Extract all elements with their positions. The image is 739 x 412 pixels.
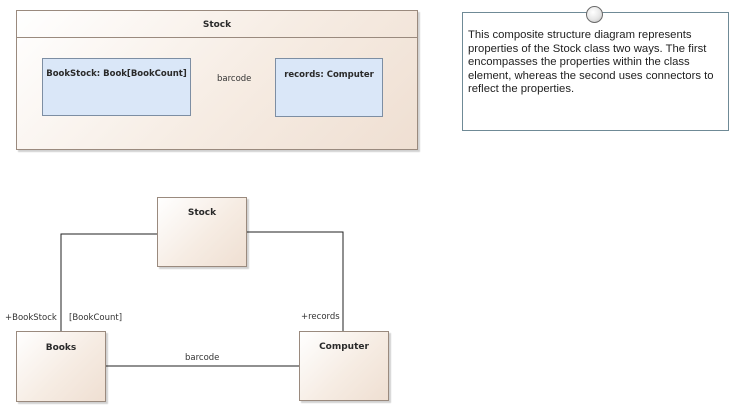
computer-class[interactable]: Computer [299, 331, 389, 401]
description-note[interactable]: This composite structure diagram represe… [462, 12, 729, 131]
books-class-label: Books [45, 343, 77, 353]
role-bookstock-label: +BookStock [5, 313, 57, 323]
books-class[interactable]: Books [16, 331, 106, 402]
barcode-label-bottom: barcode [185, 353, 220, 363]
role-records-label: +records [301, 312, 340, 322]
note-anchor-handle[interactable] [586, 6, 603, 23]
records-part[interactable]: records: Computer [275, 58, 383, 117]
stock-class-divider [17, 37, 417, 38]
multiplicity-bookcount-label: [BookCount] [69, 313, 123, 323]
bookstock-part[interactable]: BookStock: Book[BookCount] [42, 58, 191, 116]
stock-class-title: Stock [202, 20, 232, 30]
records-connector[interactable] [246, 231, 344, 332]
barcode-label-top: barcode [217, 74, 252, 84]
stock-class[interactable]: Stock [157, 197, 247, 267]
records-part-label: records: Computer [284, 70, 374, 80]
bookstock-connector[interactable] [60, 233, 158, 332]
note-text: This composite structure diagram represe… [468, 29, 714, 96]
stock-class-label: Stock [187, 208, 217, 218]
bookstock-part-label: BookStock: Book[BookCount] [46, 69, 187, 79]
computer-class-label: Computer [319, 342, 369, 352]
